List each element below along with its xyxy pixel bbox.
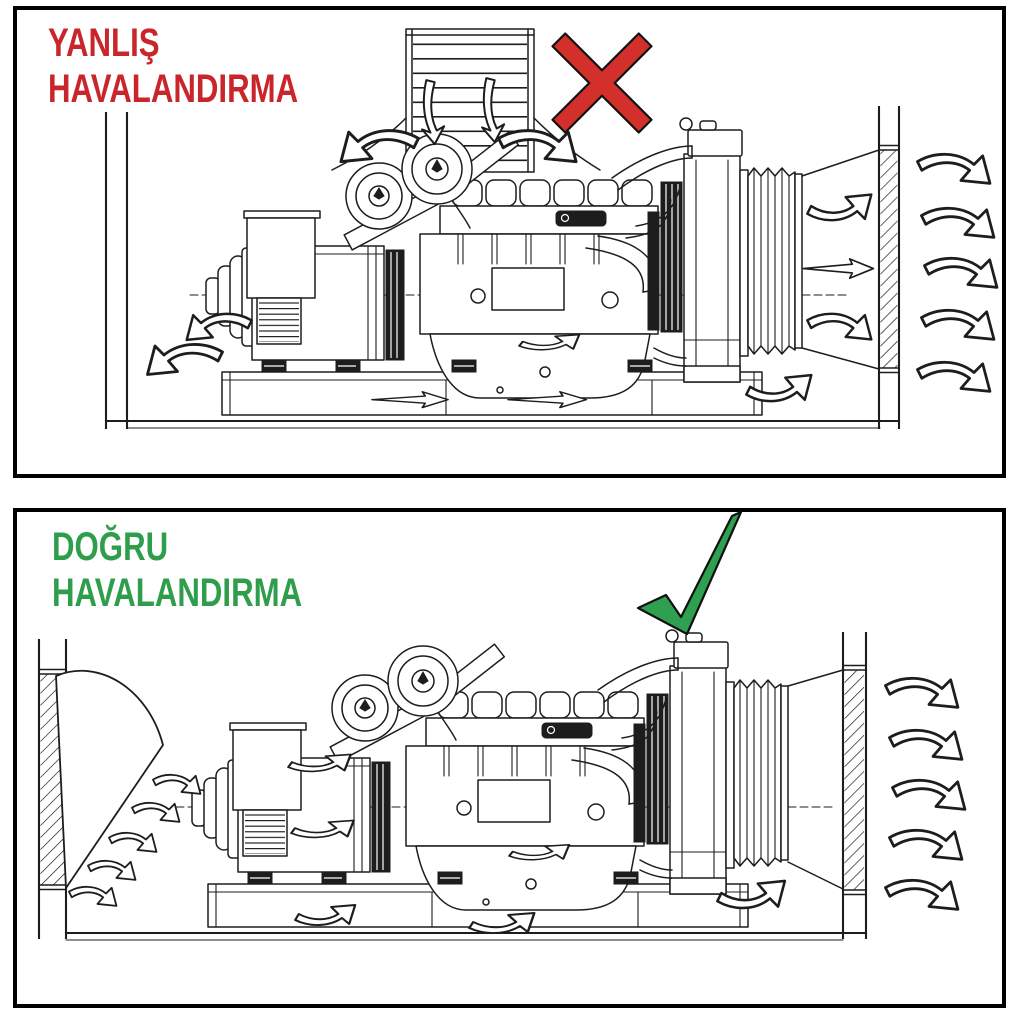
title-line: HAVALANDIRMA (48, 67, 299, 111)
airflow-arrow (916, 152, 992, 185)
outlet-louver (844, 670, 864, 890)
title-line: YANLIŞ (48, 21, 160, 65)
airflow-arrow (87, 859, 137, 881)
airflow-arrow (884, 676, 960, 709)
airflow-arrow (916, 360, 992, 393)
discharge-flare (787, 669, 844, 890)
intake-deflector (55, 670, 164, 889)
room-walls (104, 105, 901, 430)
airflow-arrow (152, 773, 202, 795)
airflow-arrow (920, 308, 996, 341)
panel-title-wrong: YANLIŞ HAVALANDIRMA (48, 20, 298, 112)
airflow-arrow (888, 828, 964, 861)
airflow-arrow (884, 878, 960, 911)
airflow-arrow (806, 193, 873, 222)
airflow-arrow (131, 801, 181, 823)
airflow-arrow (146, 343, 224, 376)
discharge-flare (801, 149, 880, 370)
airflow-arrow (920, 206, 996, 239)
generator-set (175, 629, 833, 928)
check-mark-icon (636, 510, 743, 636)
airflow-arrow (888, 728, 964, 761)
airflow-arrow (802, 258, 875, 280)
wrong-panel-drawing (104, 28, 999, 430)
airflow-arrow (923, 256, 999, 289)
airflow-arrow (68, 885, 118, 907)
airflow-arrow (108, 831, 158, 853)
x-mark-icon (551, 32, 653, 134)
outlet-louver (880, 150, 898, 368)
title-line: HAVALANDIRMA (52, 571, 303, 615)
airflow-arrow (806, 312, 873, 341)
panel-title-correct: DOĞRU HAVALANDIRMA (52, 524, 302, 616)
correct-panel-drawing (37, 510, 967, 941)
title-line: DOĞRU (52, 525, 169, 569)
airflow-arrow (891, 778, 967, 811)
